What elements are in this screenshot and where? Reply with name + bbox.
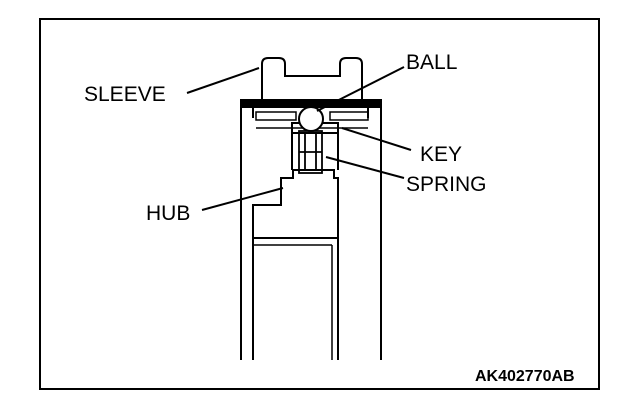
hub-label: HUB	[146, 202, 190, 225]
figure-frame	[39, 18, 600, 390]
ball-leader	[316, 66, 405, 112]
spring-label: SPRING	[406, 173, 487, 196]
hub-leader	[201, 187, 284, 211]
sleeve-label: SLEEVE	[84, 83, 166, 106]
key-label: KEY	[420, 143, 462, 166]
ball-label: BALL	[406, 51, 457, 74]
key-leader	[341, 127, 412, 151]
leader-lines	[186, 66, 412, 211]
sleeve-leader	[186, 67, 260, 94]
hub-body	[240, 104, 382, 360]
figure-code: AK402770AB	[475, 368, 575, 385]
spring-part	[298, 130, 323, 174]
spring-leader	[325, 156, 405, 179]
